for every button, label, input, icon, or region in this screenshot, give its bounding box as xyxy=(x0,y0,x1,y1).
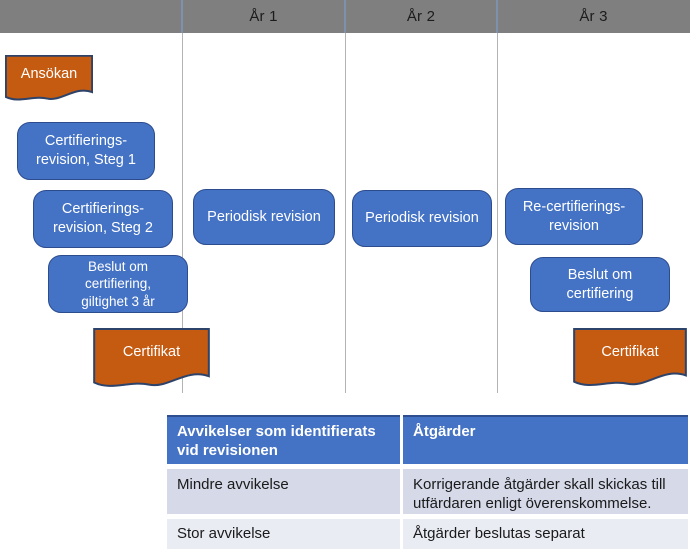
node-label: Periodisk revision xyxy=(207,208,321,225)
lane-line xyxy=(497,33,498,393)
lane-line xyxy=(345,33,346,393)
document-shape-certifikat-year3: Certifikat xyxy=(573,328,687,392)
timeline-year-2: År 2 xyxy=(406,8,436,25)
table-cell-atgarder-beslutas: Åtgärder beslutas separat xyxy=(403,519,688,549)
process-box-periodisk-revision-year1: Periodisk revision xyxy=(193,189,335,245)
table-cell-mindre-avvikelse: Mindre avvikelse xyxy=(167,469,400,514)
process-box-certifieringsrevision-steg1: Certifierings- revision, Steg 1 xyxy=(17,122,155,180)
timeline-divider xyxy=(344,0,346,33)
deviations-table: Avvikelser som identifierats vid revisio… xyxy=(167,415,688,549)
document-shape-certifikat-year0: Certifikat xyxy=(93,328,210,393)
node-label: Beslut om certifiering, giltighet 3 år xyxy=(81,259,155,309)
table-cell-stor-avvikelse: Stor avvikelse xyxy=(167,519,400,549)
node-label: Re-certifierings- revision xyxy=(522,198,626,234)
process-box-beslut-om-certifiering-giltighet: Beslut om certifiering, giltighet 3 år xyxy=(48,255,188,313)
node-label-ansokan: Ansökan xyxy=(20,65,78,82)
document-icon xyxy=(93,328,210,393)
node-label: Certifierings- revision, Steg 2 xyxy=(53,201,153,236)
process-box-certifieringsrevision-steg2: Certifierings- revision, Steg 2 xyxy=(33,190,173,248)
document-icon xyxy=(5,55,93,105)
node-label: Certifierings- revision, Steg 1 xyxy=(36,133,136,168)
timeline-year-1: År 1 xyxy=(249,8,278,25)
document-shape-ansokan: Ansökan xyxy=(5,55,93,105)
timeline-divider xyxy=(181,0,183,33)
process-box-recertifieringsrevision: Re-certifierings- revision xyxy=(505,188,643,245)
table-cell-korrigerande-atgarder: Korrigerande åtgärder skall skickas till… xyxy=(403,469,688,514)
timeline-year-3: År 3 xyxy=(579,8,608,25)
lane-line xyxy=(182,33,183,393)
document-icon xyxy=(573,328,687,392)
node-label-certifikat: Certifikat xyxy=(601,343,659,360)
process-box-beslut-om-certifiering: Beslut om certifiering xyxy=(530,257,670,312)
node-label: Periodisk revision xyxy=(365,210,479,227)
timeline-header: År 1 År 2 År 3 xyxy=(0,0,690,33)
node-label: Beslut om certifiering xyxy=(566,266,634,302)
timeline-divider xyxy=(496,0,498,33)
process-box-periodisk-revision-year2: Periodisk revision xyxy=(352,190,492,247)
table-header-atgarder: Åtgärder xyxy=(403,415,688,464)
table-header-avvikelser: Avvikelser som identifierats vid revisio… xyxy=(167,415,400,464)
node-label-certifikat: Certifikat xyxy=(122,344,181,361)
